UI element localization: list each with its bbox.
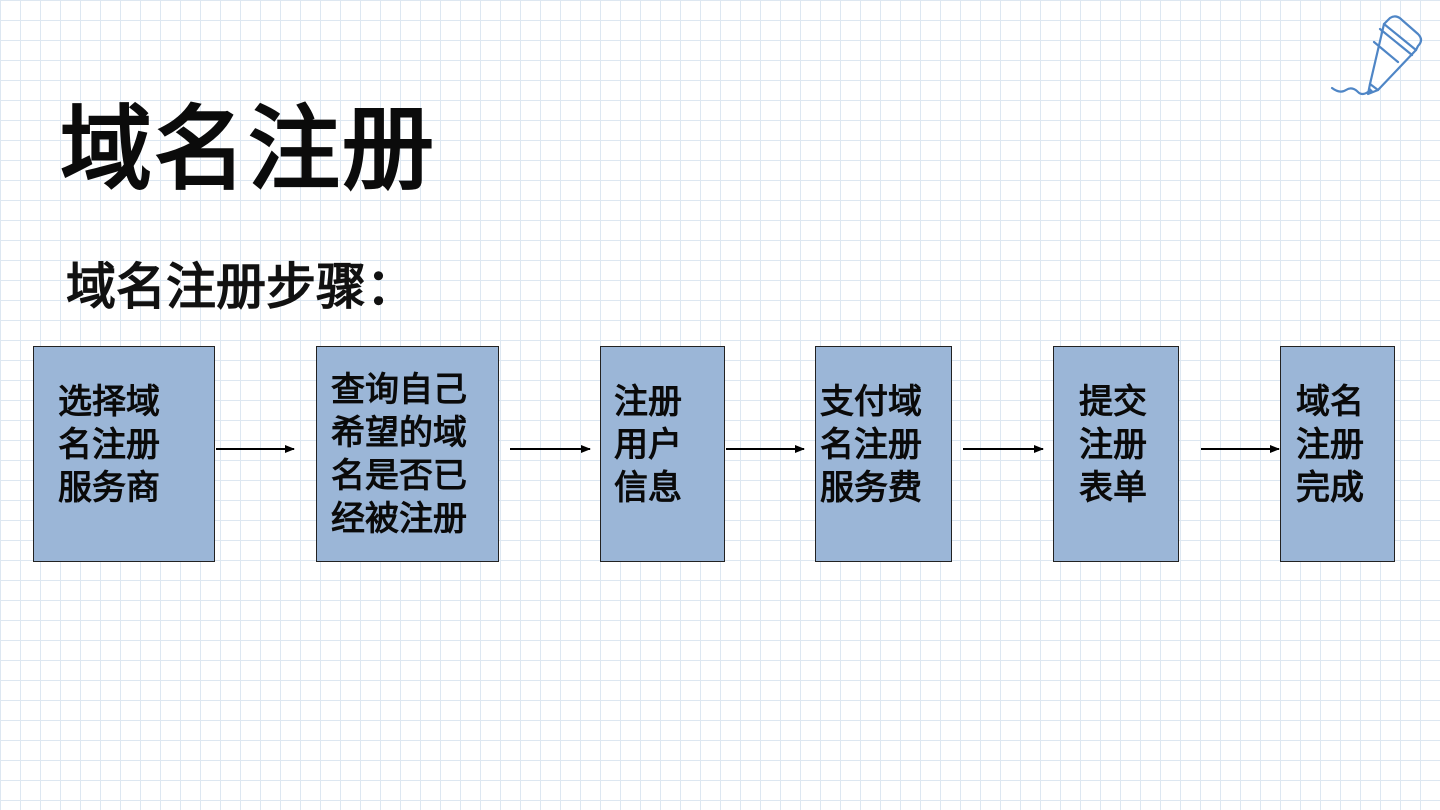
step-4-box: 支付域 名注册 服务费 (815, 346, 952, 562)
step-5-box: 提交 注册 表单 (1053, 346, 1179, 562)
step-1-box: 选择域 名注册 服务商 (33, 346, 215, 562)
step-4-label: 支付域 名注册 服务费 (820, 382, 922, 508)
step-2-label: 查询自己 希望的域 名是否已 经被注册 (331, 370, 467, 539)
step-6-label: 域名 注册 完成 (1296, 382, 1364, 508)
step-5-label: 提交 注册 表单 (1079, 382, 1147, 508)
step-1-label: 选择域 名注册 服务商 (58, 382, 160, 508)
step-6-box: 域名 注册 完成 (1280, 346, 1395, 562)
pencil-icon (1330, 15, 1423, 96)
step-2-box: 查询自己 希望的域 名是否已 经被注册 (316, 346, 499, 562)
steps-heading: 域名注册步骤： (66, 257, 416, 316)
step-3-box: 注册 用户 信息 (600, 346, 725, 562)
step-3-label: 注册 用户 信息 (614, 382, 682, 508)
slide-title: 域名注册 (60, 96, 437, 203)
